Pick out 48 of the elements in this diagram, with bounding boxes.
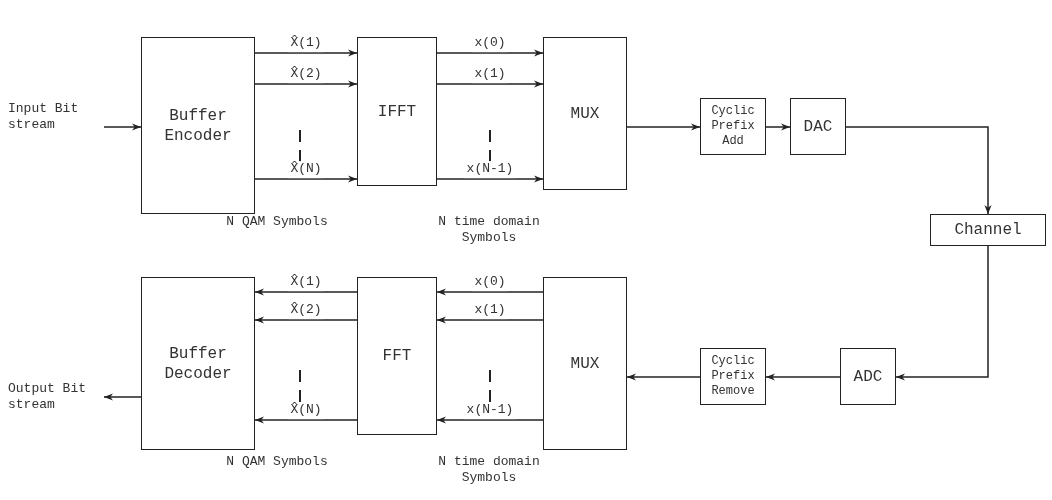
arrow [254, 175, 358, 183]
arrow [626, 123, 701, 131]
process-box [700, 98, 766, 155]
box-label: DAC [803, 116, 833, 137]
box-label: Channel [954, 220, 1022, 240]
caption-text: N QAM Symbols [225, 454, 329, 471]
process-box [543, 277, 627, 450]
process-box [700, 348, 766, 405]
process-box [930, 214, 1046, 246]
arrow [765, 123, 791, 131]
arrow [895, 245, 989, 381]
arrow [254, 316, 358, 324]
box-label: MUX [570, 353, 600, 374]
box-label: IFFT [377, 101, 417, 122]
box-label: Buffer Decoder [163, 343, 233, 384]
box-label: MUX [570, 103, 600, 124]
arrow [436, 80, 544, 88]
arrow [254, 416, 358, 424]
caption-text: N time domain Symbols [437, 454, 541, 487]
arrow [254, 288, 358, 296]
arrow [436, 49, 544, 57]
arrow [626, 373, 701, 381]
arrow [845, 126, 992, 215]
box-label: Buffer Encoder [163, 105, 233, 146]
signal-label: Input Bit stream [8, 100, 80, 134]
arrow [103, 393, 142, 401]
box-label: Cyclic Prefix Add [710, 104, 756, 149]
process-box [790, 98, 846, 155]
caption-text: N QAM Symbols [225, 214, 329, 231]
arrow [254, 80, 358, 88]
arrow [103, 123, 142, 131]
arrow [436, 288, 544, 296]
arrow [436, 175, 544, 183]
arrow [765, 373, 841, 381]
process-box [840, 348, 896, 405]
process-box [543, 37, 627, 190]
process-box [141, 37, 255, 214]
process-box [141, 277, 255, 450]
signal-label: Output Bit stream [8, 380, 87, 414]
process-box [357, 277, 437, 435]
box-label: Cyclic Prefix Remove [710, 354, 756, 399]
arrow [436, 416, 544, 424]
box-label: ADC [853, 366, 883, 387]
process-box [357, 37, 437, 186]
caption-text: N time domain Symbols [437, 214, 541, 247]
box-label: FFT [382, 346, 412, 366]
arrow [436, 316, 544, 324]
arrow [254, 49, 358, 57]
